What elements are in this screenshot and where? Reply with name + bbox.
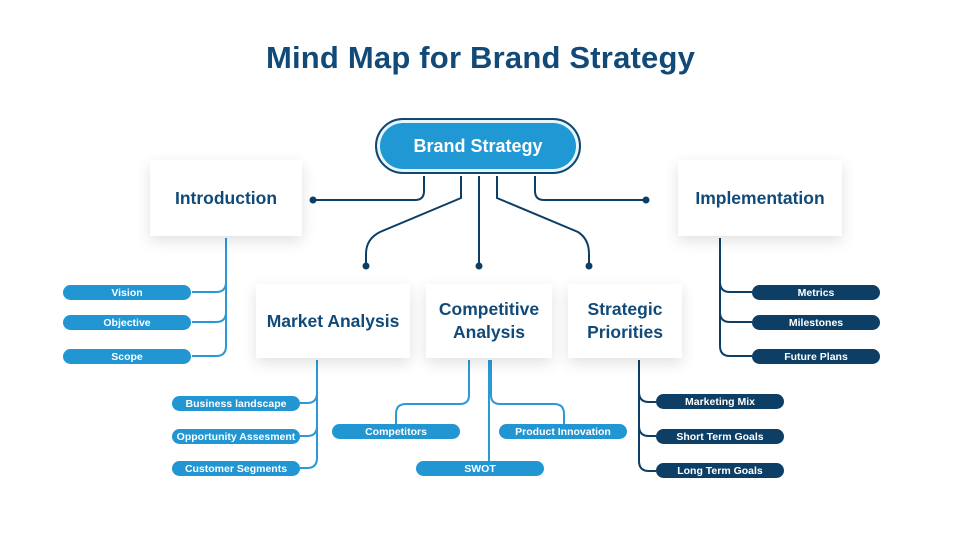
connector-strategic-priorities-children — [638, 360, 656, 472]
branch-strategic-priorities: Strategic Priorities — [568, 284, 682, 358]
branch-implementation-label: Implementation — [695, 187, 825, 208]
leaf-long-term-goals: Long Term Goals — [656, 463, 784, 478]
leaf-business-landscape: Business landscape — [172, 396, 300, 411]
branch-market-analysis: Market Analysis — [256, 284, 410, 358]
branch-introduction-label: Introduction — [174, 187, 278, 208]
connector-market-analysis-children — [300, 360, 318, 469]
connector-implementation-children — [719, 238, 752, 357]
connector-dot-strategic-priorities — [585, 262, 593, 270]
branch-competitive-analysis: Competitive Analysis — [426, 284, 552, 358]
connector-center-implementation — [534, 176, 646, 201]
branch-market-analysis-label: Market Analysis — [266, 310, 400, 331]
leaf-swot: SWOT — [416, 461, 544, 476]
branch-implementation: Implementation — [678, 160, 842, 236]
leaf-competitors: Competitors — [332, 424, 460, 439]
leaf-milestones: Milestones — [752, 315, 880, 330]
connector-dot-implementation — [642, 196, 650, 204]
leaf-marketing-mix: Marketing Mix — [656, 394, 784, 409]
leaf-scope: Scope — [63, 349, 191, 364]
connector-introduction-children — [192, 238, 227, 357]
leaf-future-plans: Future Plans — [752, 349, 880, 364]
diagram-title: Mind Map for Brand Strategy — [265, 40, 696, 75]
connector-center-market-analysis — [365, 176, 462, 266]
connector-competitive-analysis-children — [395, 360, 565, 461]
leaf-short-term-goals: Short Term Goals — [656, 429, 784, 444]
branch-strategic-priorities-label: Strategic Priorities — [587, 299, 663, 342]
leaf-customer-segments: Customer Segments — [172, 461, 300, 476]
connector-dot-competitive-analysis — [475, 262, 483, 270]
leaf-metrics: Metrics — [752, 285, 880, 300]
connector-center-strategic-priorities — [496, 176, 590, 266]
connector-dot-market-analysis — [362, 262, 370, 270]
leaf-product-innovation: Product Innovation — [499, 424, 627, 439]
leaf-vision: Vision — [63, 285, 191, 300]
leaf-objective: Objective — [63, 315, 191, 330]
leaf-opportunity-assesment: Opportunity Assesment — [172, 429, 300, 444]
branch-competitive-analysis-label: Competitive Analysis — [438, 299, 540, 342]
connector-center-introduction — [313, 176, 425, 201]
branch-introduction: Introduction — [150, 160, 302, 236]
center-node-brand-strategy: Brand Strategy — [375, 118, 581, 174]
connector-dot-introduction — [309, 196, 317, 204]
